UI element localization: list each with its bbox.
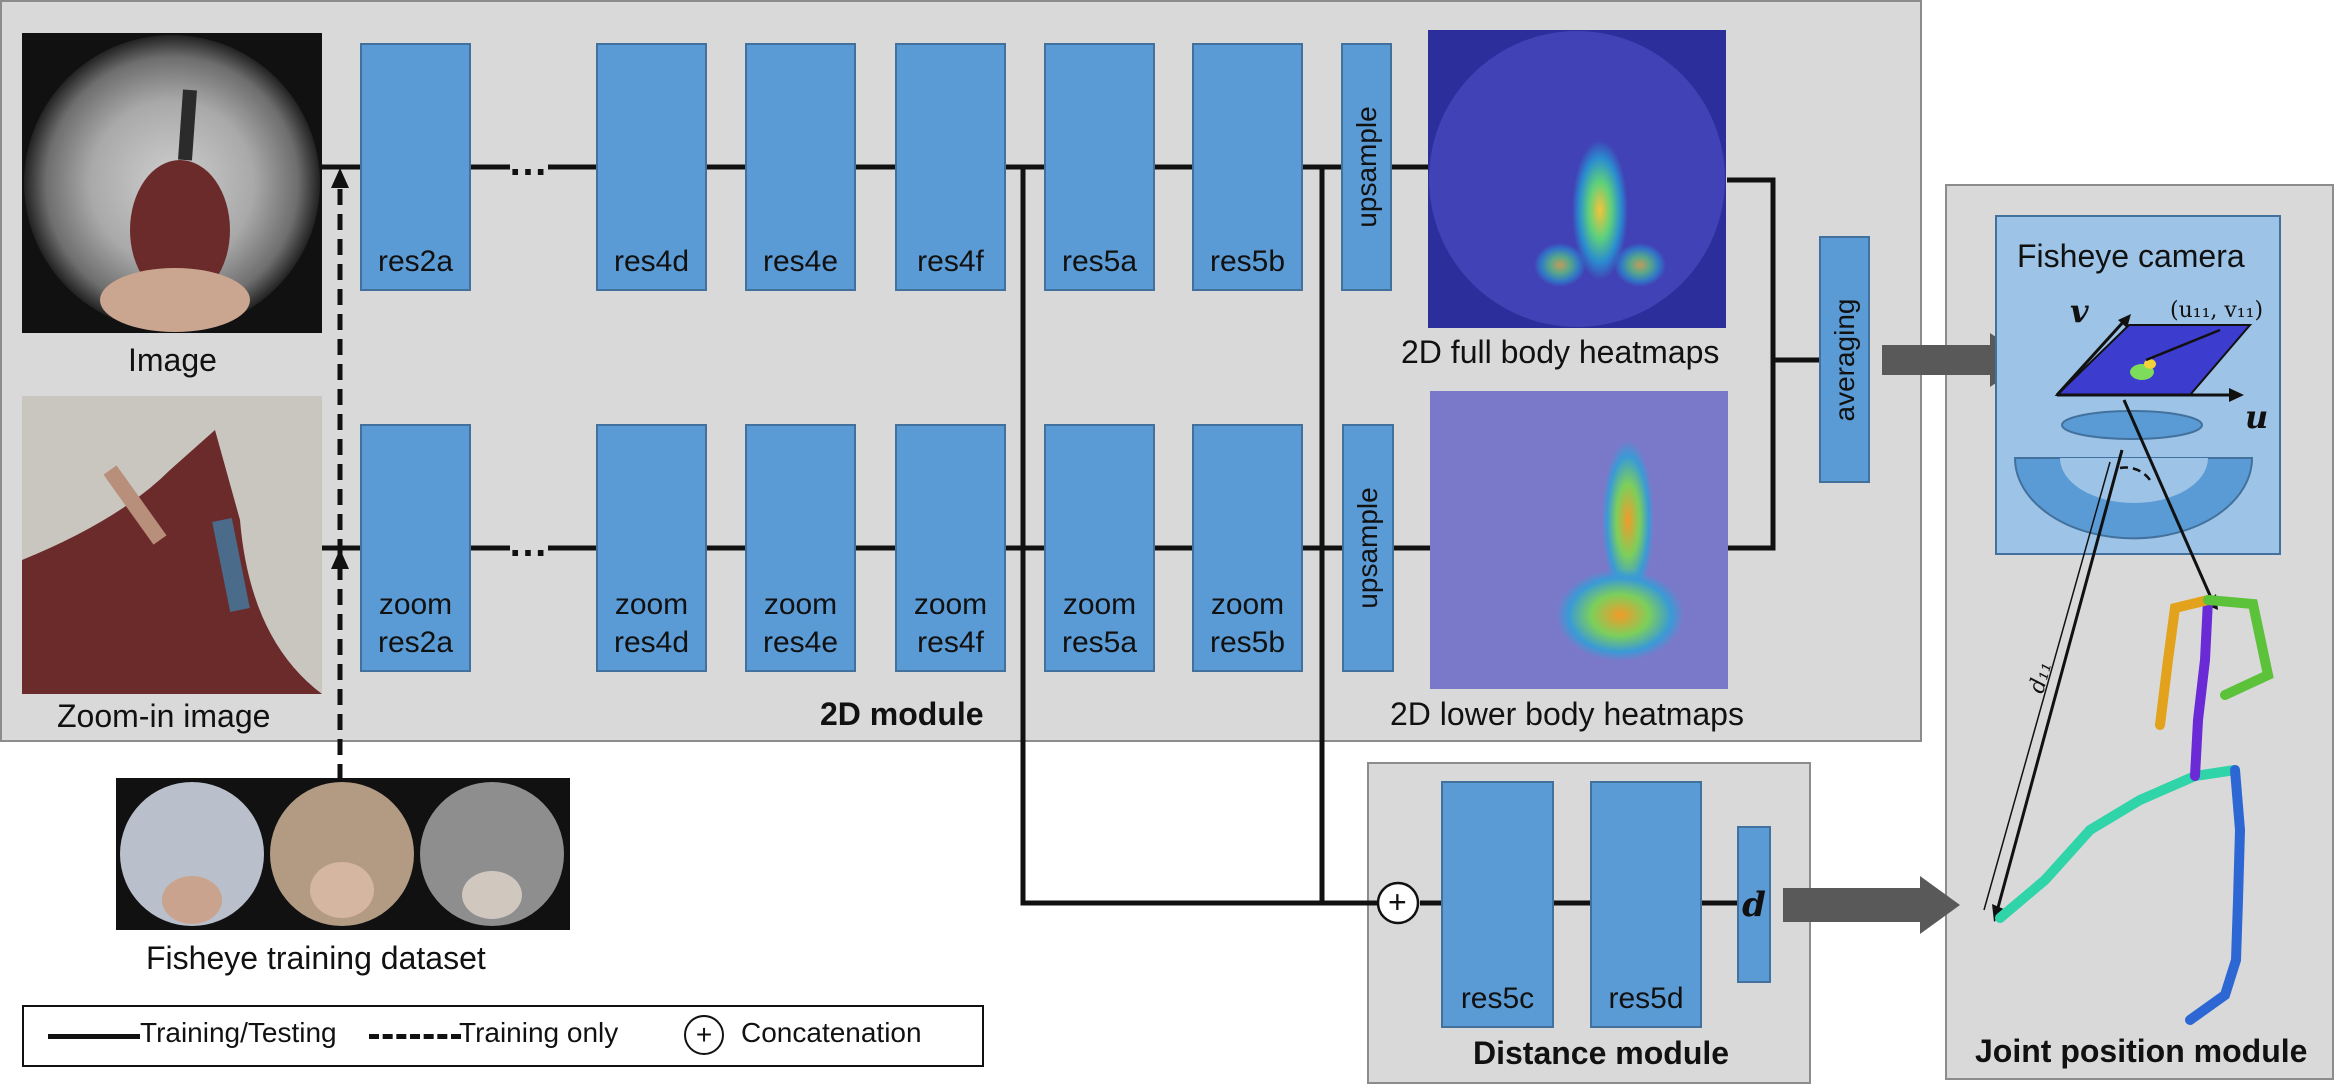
- legend-dashed-label: Training only: [459, 1017, 619, 1048]
- joint-position-module-label: Joint position module: [1975, 1033, 2308, 1069]
- res5c-block: res5c: [1441, 781, 1554, 1028]
- point-label: (u₁₁, v₁₁): [2170, 298, 2264, 323]
- lower-body-heatmaps-label: 2D lower body heatmaps: [1390, 696, 1744, 732]
- distance-output-block: d: [1737, 826, 1771, 983]
- res4f-block: res4f: [895, 43, 1006, 291]
- full-body-heatmaps-label: 2D full body heatmaps: [1401, 334, 1720, 370]
- bottom-ellipsis: …: [508, 521, 548, 565]
- averaging-block: averaging: [1819, 236, 1870, 483]
- res5a-block: res5a: [1044, 43, 1155, 291]
- fisheye-training-dataset-label: Fisheye training dataset: [146, 940, 486, 976]
- lower-body-heatmap: [1430, 391, 1728, 689]
- image-label: Image: [128, 342, 217, 378]
- upsample-block-bottom: upsample: [1342, 424, 1394, 672]
- input-image: [22, 33, 322, 333]
- legend-solid-line: [48, 1034, 140, 1039]
- legend-solid-label: Training/Testing: [140, 1017, 337, 1048]
- res5d-block: res5d: [1590, 781, 1702, 1028]
- legend: Training/Testing Training only + Concate…: [22, 1005, 984, 1067]
- full-body-heatmap: [1428, 30, 1726, 328]
- concat-symbol: +: [1388, 884, 1407, 920]
- zoom-in-image-label: Zoom-in image: [57, 698, 271, 734]
- fisheye-camera-title: Fisheye camera: [2017, 238, 2245, 274]
- top-ellipsis: …: [508, 140, 548, 184]
- axis-u-label: u: [2245, 398, 2269, 436]
- axis-v-label: v: [2070, 292, 2089, 330]
- upsample-block-top: upsample: [1341, 43, 1392, 291]
- module-2d-label: 2D module: [820, 696, 984, 732]
- distance-module-label: Distance module: [1473, 1035, 1730, 1071]
- skeleton-graphic: [1983, 399, 2274, 1025]
- legend-dashed-line: [369, 1034, 461, 1039]
- fisheye-camera-graphic: [1995, 215, 2281, 555]
- fisheye-training-dataset-image: [116, 778, 570, 930]
- res4d-block: res4d: [596, 43, 707, 291]
- legend-concat-circle: +: [684, 1015, 724, 1055]
- res4e-block: res4e: [745, 43, 856, 291]
- res2a-block: res2a: [360, 43, 471, 291]
- zoom-in-image: [22, 396, 322, 694]
- legend-concat-label: Concatenation: [741, 1017, 922, 1048]
- res5b-block: res5b: [1192, 43, 1303, 291]
